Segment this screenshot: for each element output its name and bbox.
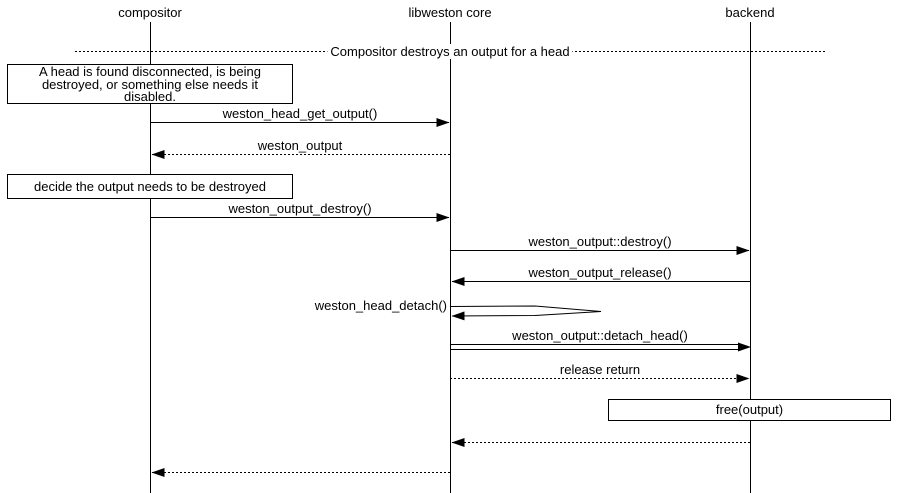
note-line: disabled.	[123, 89, 177, 104]
note-free-output: free(output)	[608, 399, 891, 421]
message-label-weston-output-detach-head: weston_output::detach_head()	[512, 328, 688, 343]
arrow-weston-output-detach-head-tip	[738, 342, 751, 352]
note-line: destroyed, or something else needs it	[41, 76, 259, 92]
message-label-weston-head-detach: weston_head_detach()	[314, 298, 447, 313]
message-label-weston-head-get-output: weston_head_get_output()	[222, 106, 378, 121]
message-label-weston-output-destroy: weston_output_destroy()	[228, 201, 372, 216]
message-label-weston-output-destroy-vfunc: weston_output::destroy()	[528, 234, 672, 249]
divider-caption: Compositor destroys an output for a head	[327, 44, 573, 59]
arrow-weston-head-detach-self	[450, 305, 602, 321]
message-label-weston-output-release: weston_output_release()	[528, 265, 672, 280]
participant-compositor: compositor	[118, 5, 182, 20]
participant-libweston-core: libweston core	[408, 5, 492, 20]
note-head-disconnected: A head is found disconnected, is being d…	[7, 64, 293, 104]
message-label-weston-output: weston_output	[257, 138, 343, 153]
note-decide-destroy: decide the output needs to be destroyed	[7, 174, 293, 199]
note-line: A head is found disconnected, is being	[39, 64, 261, 79]
participant-backend: backend	[725, 5, 775, 20]
message-label-release-return: release return	[559, 362, 641, 377]
